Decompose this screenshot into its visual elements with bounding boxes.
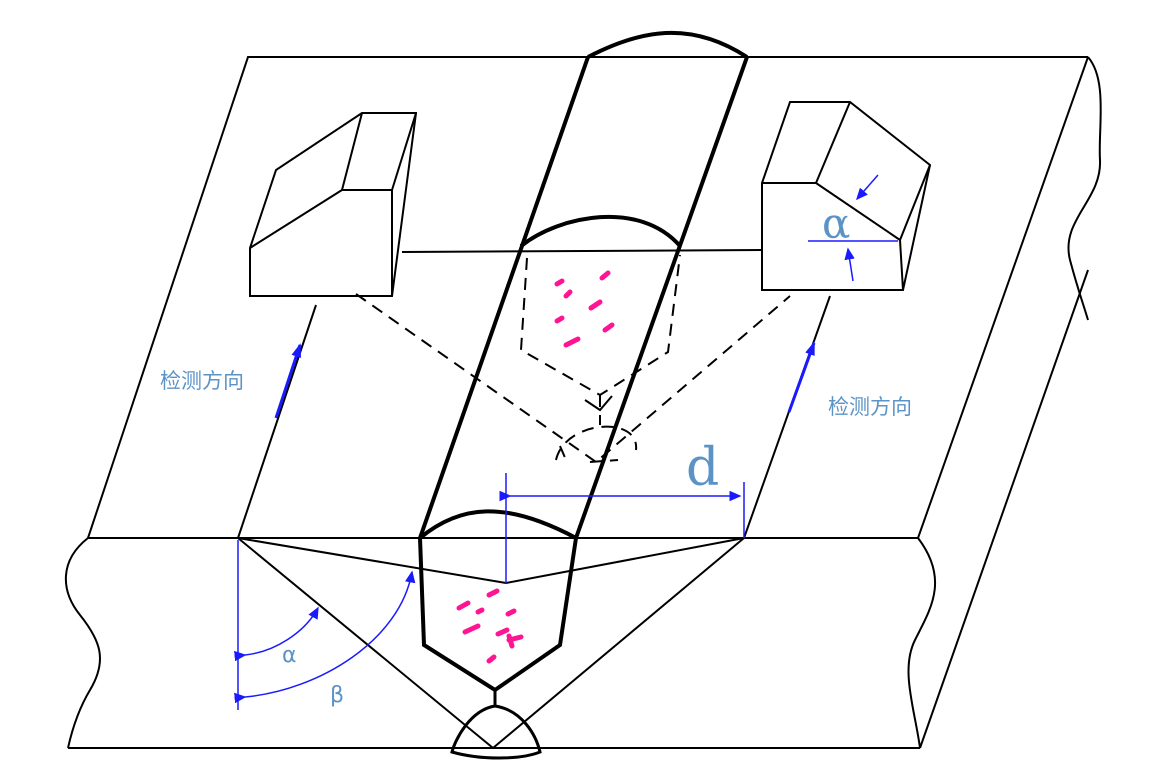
weld-cap-front: [418, 509, 577, 540]
probe-rail-left: [237, 304, 317, 539]
distance-label: d: [686, 438, 719, 498]
plate-right-wavy-end: [907, 537, 937, 749]
plate-left-wavy-end: [65, 537, 102, 749]
defects-lower: [456, 588, 524, 664]
direction-label-left: 检测方向: [160, 369, 244, 393]
probe-connect-line: [401, 249, 763, 253]
probe-angle-label: α: [822, 199, 850, 248]
distance-dimension: [499, 473, 745, 583]
direction-arrow-left: [274, 343, 302, 419]
right-probe: [761, 101, 932, 291]
groove-bevel: [237, 249, 831, 749]
left-probe: [249, 112, 418, 297]
weld-cross-section: [418, 537, 578, 693]
plate: [65, 56, 1102, 749]
plate-back-edge-wavy: [1067, 56, 1102, 321]
probe-angle-marker: [808, 174, 898, 282]
weld-cap-mid: [519, 214, 682, 248]
direction-arrow-right: [787, 341, 816, 413]
beam-paths: [355, 254, 791, 464]
angle-alpha-label: α: [282, 643, 297, 668]
angle-arcs: [234, 540, 416, 710]
plate-top-outline: [87, 56, 1088, 539]
direction-arrows: [274, 341, 816, 419]
plate-right-side: [919, 269, 1089, 749]
direction-label-right: 检测方向: [828, 395, 912, 419]
weld-root: [450, 690, 542, 760]
probe-rail-right: [743, 295, 831, 539]
weld-right-edge: [574, 56, 749, 539]
weld-bead: [418, 30, 749, 760]
weld-cap-back: [587, 30, 749, 59]
angle-beta-label: β: [330, 683, 344, 708]
weld-left-edge: [418, 56, 590, 539]
plate-right-edge: [917, 56, 1089, 539]
defects-upper: [554, 270, 615, 348]
